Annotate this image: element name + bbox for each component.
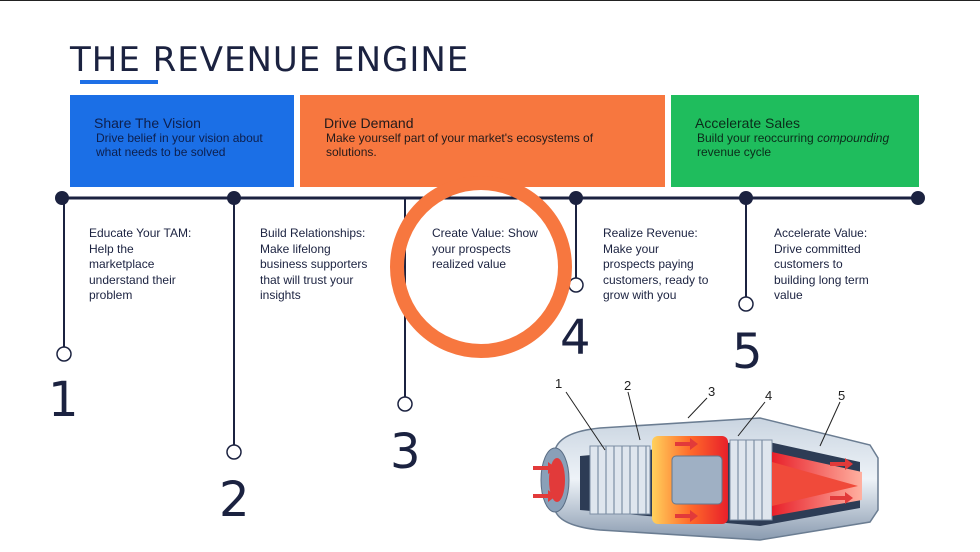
band-desc-line: Make yourself part of your market's ecos… xyxy=(326,131,594,145)
step-2-text: Build Relationships: Make lifelong busin… xyxy=(260,226,367,304)
step-number-2: 2 xyxy=(219,472,250,528)
band-share-the-vision: Share The Vision Drive belief in your vi… xyxy=(70,95,294,187)
step-number-5: 5 xyxy=(732,324,763,380)
title-underline xyxy=(80,80,158,84)
step-line: value xyxy=(774,288,803,302)
step-line: Build Relationships: xyxy=(260,226,366,240)
step-line: Drive committed xyxy=(774,241,861,256)
step-line: Realize Revenue: xyxy=(603,226,698,240)
connector-end-1 xyxy=(56,346,72,362)
band-desc-line: what needs to be solved xyxy=(96,145,226,159)
engine-label-1: 1 xyxy=(555,376,563,391)
step-1-text: Educate Your TAM: Help the marketplace u… xyxy=(89,226,191,304)
step-number-3: 3 xyxy=(390,424,421,480)
band-title: Share The Vision xyxy=(94,115,201,131)
step-line: Make lifelong xyxy=(260,241,331,256)
page-title: THE REVENUE ENGINE xyxy=(70,40,470,80)
engine-label-2: 2 xyxy=(624,378,632,393)
timeline-node-end xyxy=(911,191,925,205)
step-5-text: Accelerate Value: Drive committed custom… xyxy=(774,226,869,304)
step-line: Accelerate Value: xyxy=(774,226,868,240)
step-line: building long term xyxy=(774,272,869,287)
step-line: customers to xyxy=(774,257,843,271)
step-line: insights xyxy=(260,288,301,302)
step-line: marketplace xyxy=(89,257,155,271)
connector-end-5 xyxy=(738,296,754,312)
band-drive-demand: Drive Demand Make yourself part of your … xyxy=(300,95,665,187)
engine-label-3: 3 xyxy=(708,384,716,399)
band-desc-line: solutions. xyxy=(326,145,377,159)
band-desc-emphasis: compounding xyxy=(817,131,890,145)
step-line: problem xyxy=(89,288,133,302)
step-line: Make your xyxy=(603,241,660,256)
band-desc-prefix: Build your reoccurring xyxy=(697,131,818,145)
connector-end-2 xyxy=(226,444,242,460)
step-line: understand their xyxy=(89,272,176,287)
step-line: customers, ready to xyxy=(603,272,709,287)
timeline-node-start xyxy=(55,191,69,205)
band-desc-line: Build your reoccurring compounding xyxy=(697,131,895,145)
step-line: prospects paying xyxy=(603,257,694,271)
band-desc-line: revenue cycle xyxy=(697,145,772,159)
step-number-1: 1 xyxy=(48,372,79,428)
step-line: grow with you xyxy=(603,288,677,302)
step-line: Help the xyxy=(89,241,134,256)
connector-end-3 xyxy=(397,396,413,412)
engine-label-4: 4 xyxy=(765,388,773,403)
band-title: Accelerate Sales xyxy=(695,115,801,131)
step-line: Educate Your TAM: xyxy=(89,226,192,240)
engine-label-5: 5 xyxy=(838,388,846,403)
band-title: Drive Demand xyxy=(324,115,414,131)
band-accelerate-sales: Accelerate Sales Build your reoccurring … xyxy=(671,95,919,187)
step-4-text: Realize Revenue: Make your prospects pay… xyxy=(603,226,708,304)
top-border xyxy=(0,0,980,1)
band-desc-line: Drive belief in your vision about xyxy=(96,131,263,145)
step-line: business supporters xyxy=(260,257,368,271)
step-line: that will trust your xyxy=(260,272,354,287)
